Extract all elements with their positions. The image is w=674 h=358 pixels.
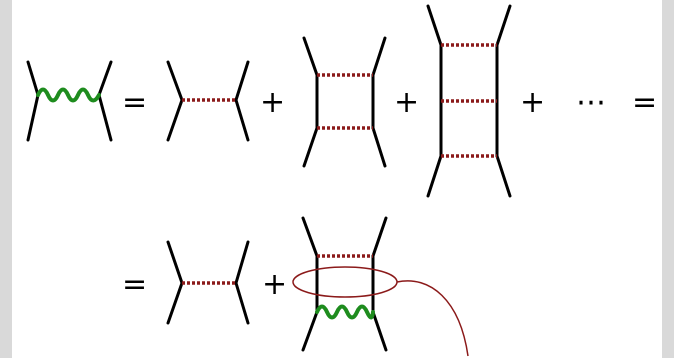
wavy-propagator — [315, 304, 375, 320]
right-leg-lower — [234, 98, 250, 142]
highlight-ellipse — [292, 266, 398, 298]
right-leg-top — [371, 36, 387, 77]
right-leg-top — [495, 4, 512, 47]
right-leg-bottom — [495, 154, 512, 198]
equals-sign-3: = — [122, 267, 147, 302]
diagram-box-two-exchanges — [302, 36, 387, 168]
callout-curve — [396, 280, 469, 357]
diagram-single-exchange-row2 — [166, 240, 250, 325]
right-leg-bottom — [371, 126, 387, 168]
highlight-annotation — [292, 266, 469, 357]
diagram-resummed-exchange — [26, 60, 113, 142]
ellipsis: ⋯ — [576, 85, 606, 120]
right-leg-lower — [97, 93, 113, 142]
plus-sign-2: + — [394, 85, 419, 120]
plus-sign-3: + — [520, 85, 545, 120]
right-leg-top — [371, 216, 388, 258]
right-leg-bottom — [371, 310, 388, 352]
left-leg-bottom — [426, 154, 443, 198]
left-leg-upper — [26, 60, 40, 97]
left-leg-upper — [166, 240, 184, 285]
diagram-single-exchange — [166, 60, 250, 142]
left-leg-top — [301, 216, 319, 258]
right-frame-border — [662, 0, 674, 358]
wavy-propagator — [36, 87, 101, 103]
plus-sign-4: + — [262, 267, 287, 302]
right-leg-upper — [97, 60, 113, 97]
left-leg-upper — [166, 60, 184, 102]
diagram-ladder-three-exchanges — [426, 4, 512, 198]
left-leg-top — [426, 4, 443, 47]
left-leg-lower — [166, 98, 184, 142]
left-leg-bottom — [301, 310, 319, 352]
left-leg-lower — [26, 93, 40, 142]
diagram-dotted-plus-resummed — [301, 216, 388, 352]
right-leg-upper — [234, 60, 250, 102]
equals-sign-1: = — [122, 85, 147, 120]
left-frame-border — [0, 0, 12, 358]
left-leg-lower — [166, 281, 184, 325]
plus-sign-1: + — [260, 85, 285, 120]
equals-sign-2: = — [632, 85, 657, 120]
right-leg-upper — [234, 240, 250, 285]
right-leg-lower — [234, 281, 250, 325]
left-leg-bottom — [302, 126, 319, 168]
left-leg-top — [302, 36, 319, 77]
